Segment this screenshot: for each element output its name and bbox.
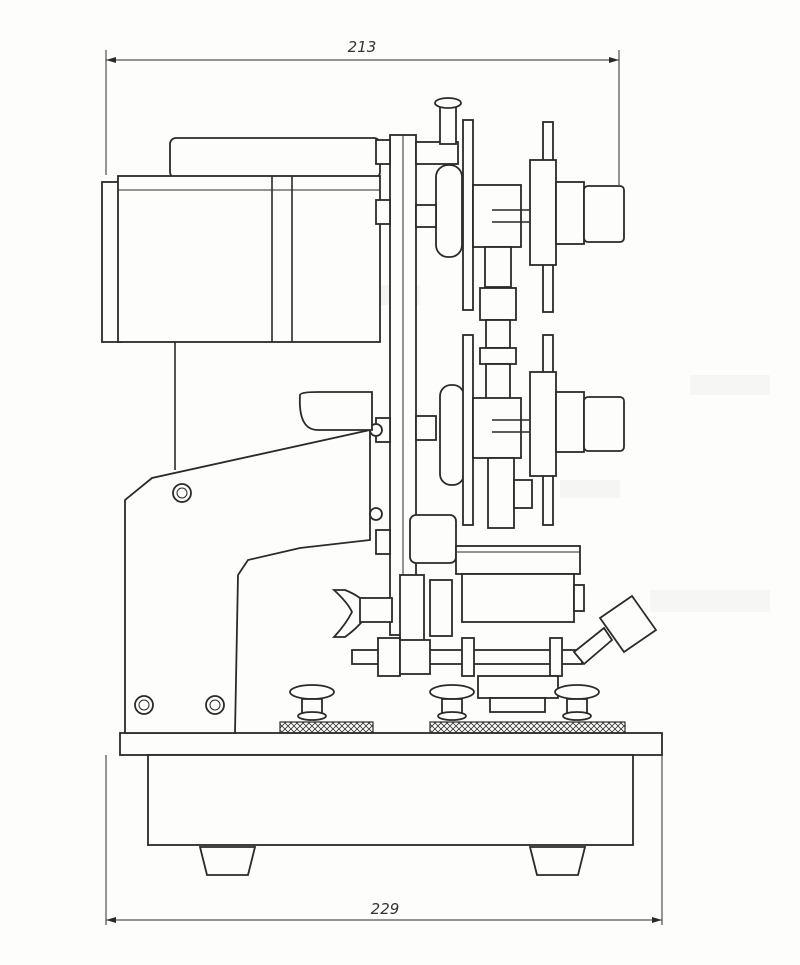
feed-rod: [351, 594, 658, 713]
knurled-pad-right: [429, 721, 626, 734]
machine-base: [119, 721, 663, 876]
base-box: [147, 754, 634, 846]
arrow-right-icon: [652, 917, 662, 923]
base-plate: [119, 732, 663, 756]
machine-body: [124, 340, 371, 734]
ink-roller-assembly: [399, 514, 585, 642]
adjusting-screws: [289, 684, 600, 721]
knurled-pad-left: [279, 721, 374, 734]
lower-print-head: [415, 334, 625, 529]
side-lever: [298, 391, 393, 638]
foot-right: [528, 846, 587, 876]
bottom-width-label: 229: [371, 900, 400, 918]
top-dimension: 213: [105, 38, 620, 185]
motor-top-cover: [169, 137, 381, 179]
top-width-label: 213: [348, 38, 377, 56]
arrow-left-icon: [106, 57, 116, 63]
motor-housing: [117, 175, 381, 343]
bottom-dimension: 229: [105, 755, 663, 925]
upper-print-head: [415, 119, 625, 313]
motor: [101, 137, 381, 343]
arrow-left-icon: [106, 917, 116, 923]
central-shaft: [479, 246, 517, 401]
arrow-right-icon: [609, 57, 619, 63]
foot-left: [198, 846, 257, 876]
